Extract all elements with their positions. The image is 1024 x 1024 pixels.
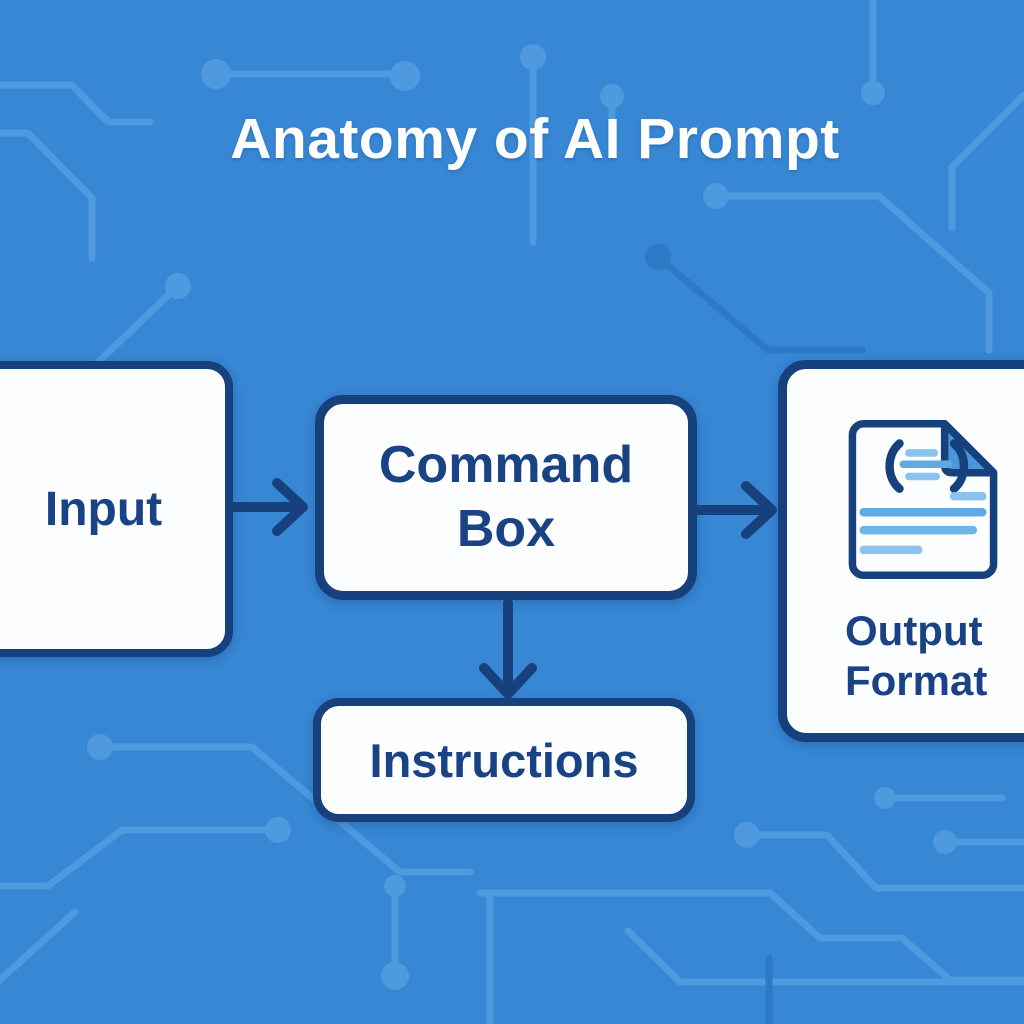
node-output-format: Output Format [778,360,1024,742]
page-title: Anatomy of AI Prompt [230,107,840,171]
node-input: Input [0,361,233,657]
node-command-box: Command Box [315,395,697,600]
arrow-input-to-command [226,478,308,536]
code-document-icon [848,420,998,580]
node-input-label: Input [44,482,163,536]
node-instructions-label: Instructions [369,733,639,787]
arrow-command-to-instructions [479,598,537,699]
arrow-command-to-output [692,481,777,539]
node-instructions: Instructions [313,698,695,822]
node-command-box-label: Command Box [378,436,634,558]
node-output-format-label: Output Format [845,607,988,704]
